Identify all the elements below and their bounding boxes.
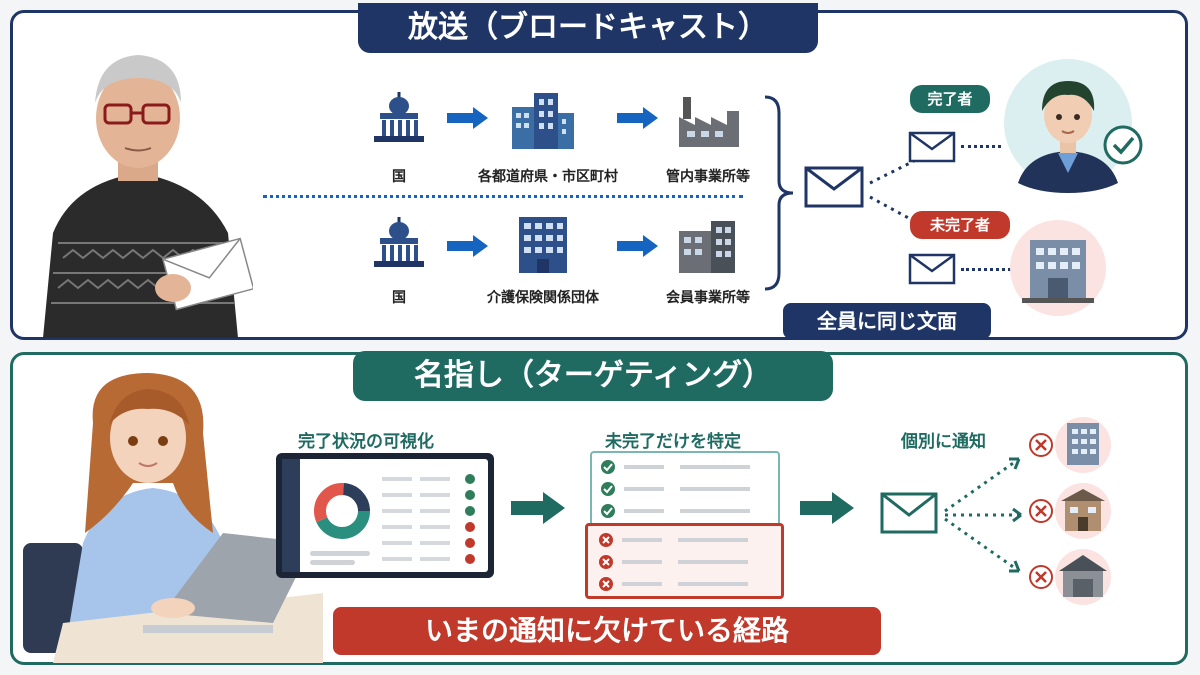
targeting-banner: 名指し（ターゲティング）: [353, 351, 833, 401]
targeting-panel: 名指し（ターゲティング） 完了状況の可視化: [10, 351, 1188, 665]
brace-bracket: [764, 95, 794, 291]
placeholder-bar: [310, 560, 355, 565]
row2-label-care-groups: 介護保険関係団体: [487, 290, 599, 306]
member-office-icon: [679, 221, 735, 273]
arrow-right-icon: [617, 235, 658, 257]
factory-icon: [679, 97, 739, 147]
target-office-1: [1029, 417, 1111, 473]
placeholder-bar: [310, 551, 370, 556]
donut-chart-icon: [314, 483, 370, 539]
step3-title: 個別に通知: [901, 432, 986, 452]
arrow-right-icon: [617, 107, 658, 129]
dashboard-monitor: [276, 453, 494, 578]
dotted-branches: [869, 159, 915, 223]
same-text-label: 全員に同じ文面: [783, 303, 991, 339]
office-buildings-icon: [512, 93, 574, 149]
row1-label-offices: 管内事業所等: [666, 169, 750, 185]
incomplete-list: [585, 523, 784, 599]
envelope-icon: [880, 492, 938, 534]
row2-label-national: 国: [392, 290, 406, 306]
envelope-icon: [908, 253, 956, 285]
arrow-right-icon: [447, 107, 488, 129]
incomplete-rows: [599, 533, 748, 591]
envelope-icon: [908, 131, 956, 163]
dotted-divider: [263, 195, 743, 198]
completed-badge: 完了者: [910, 85, 990, 113]
status-table: [382, 474, 475, 564]
step2-title: 未完了だけを特定: [605, 432, 741, 452]
missing-route-banner: いまの通知に欠けている経路: [333, 607, 881, 655]
target-office-3: [1029, 549, 1111, 605]
incomplete-office-icon: [1010, 220, 1106, 316]
step1-title: 完了状況の可視化: [298, 432, 434, 452]
row1-label-prefectures: 各都道府県・市区町村: [478, 169, 618, 185]
woman-laptop-illustration: [23, 373, 323, 663]
capitol-icon: [374, 92, 424, 142]
completed-rows: [601, 460, 750, 518]
arrow-right-icon: [511, 492, 565, 524]
target-office-2: [1029, 483, 1111, 539]
dotted-link: [961, 145, 1001, 148]
dashboard-screen: [282, 459, 488, 572]
row2-label-member-offices: 会員事業所等: [666, 290, 750, 306]
dotted-target-arrows: [944, 457, 1022, 573]
capitol-icon: [374, 217, 424, 267]
elderly-man-illustration: [43, 55, 253, 338]
broadcast-panel: 放送（ブロードキャスト） 国 各都道府県: [10, 3, 1188, 340]
envelope-icon: [804, 166, 864, 208]
check-circle-icon: [1103, 125, 1143, 165]
young-man-avatar: [1004, 59, 1143, 193]
office-building-icon: [519, 217, 567, 273]
dotted-link: [961, 268, 1011, 271]
completed-list: [590, 451, 780, 527]
broadcast-banner: 放送（ブロードキャスト）: [358, 3, 818, 53]
arrow-right-icon: [447, 235, 488, 257]
dashboard-sidebar: [282, 459, 300, 572]
arrow-right-icon: [800, 492, 854, 524]
incomplete-badge: 未完了者: [910, 211, 1010, 239]
row1-label-national: 国: [392, 169, 406, 185]
